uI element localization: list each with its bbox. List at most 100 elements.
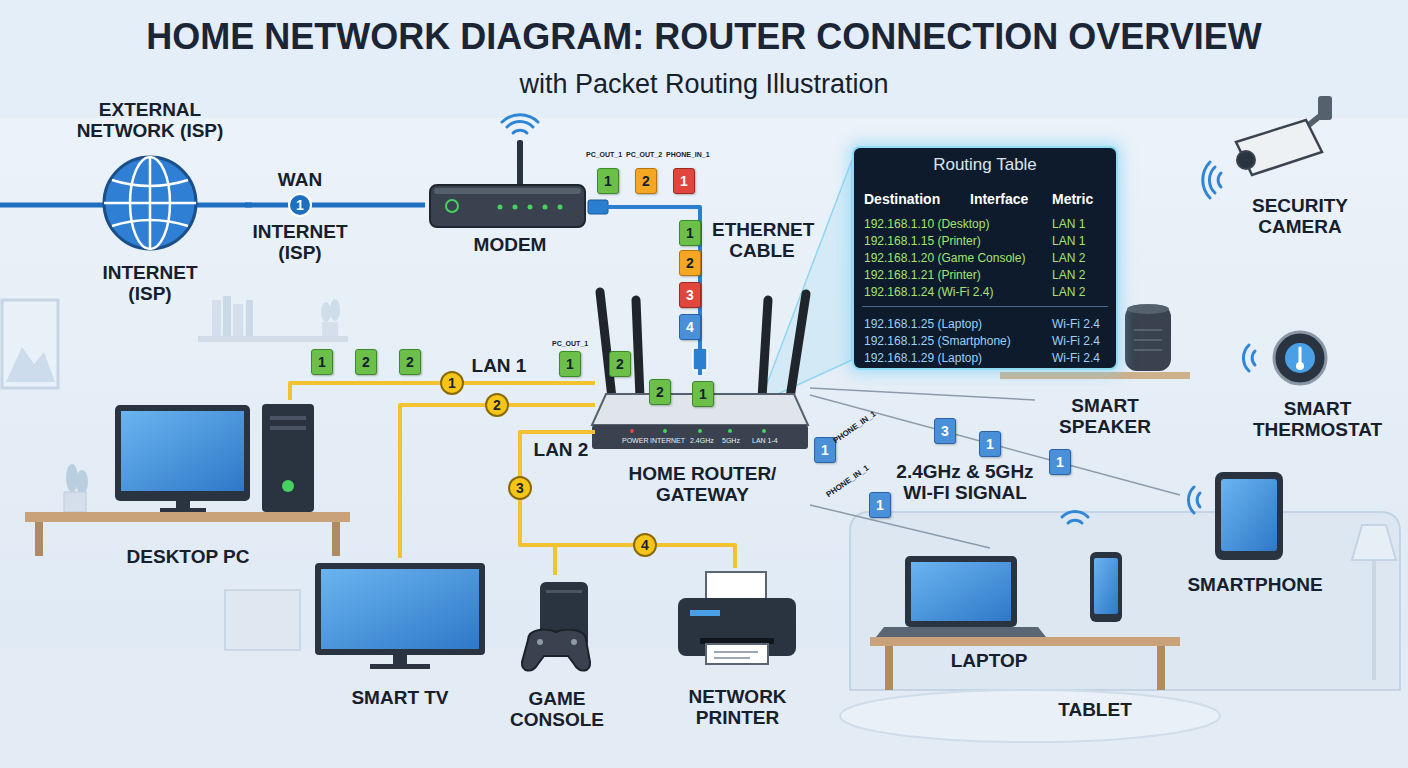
modem-device	[528, 205, 533, 210]
zoom-wedge	[760, 160, 852, 402]
router-device	[663, 429, 667, 433]
data-packet: 1	[597, 168, 619, 194]
game-console	[522, 630, 590, 671]
packet-number: 2	[656, 385, 664, 399]
signal-label: 2.4GHz & 5GHz WI-FI SIGNAL	[890, 462, 1040, 504]
node-label: SMART SPEAKER	[1039, 396, 1171, 438]
internet-globe	[112, 220, 188, 226]
router-device	[728, 429, 732, 433]
coffee-table	[870, 637, 1180, 646]
node-label: SMARTPHONE	[1185, 575, 1325, 596]
smart-thermostat	[1285, 343, 1315, 373]
connector	[810, 388, 1035, 400]
data-packet: 2	[355, 349, 377, 375]
table-cell: 192.168.1.29 (Laptop)	[864, 352, 982, 365]
packet-number: 1	[986, 437, 994, 451]
data-packet: 1	[559, 351, 581, 377]
tablet-device	[1215, 472, 1283, 560]
panel-title: Routing Table	[865, 156, 1105, 175]
internet-globe	[104, 157, 196, 249]
zoom-wedge	[760, 160, 852, 402]
desktop-computer	[270, 416, 306, 420]
data-packet: 1	[1049, 449, 1071, 475]
tablet-device	[1197, 493, 1200, 507]
node-label: MODEM	[435, 235, 585, 256]
packet-number: 1	[566, 357, 574, 371]
data-packet: 2	[649, 379, 671, 405]
node-label: SMART THERMOSTAT	[1240, 399, 1395, 441]
packet-number: 1	[604, 174, 612, 188]
data-packet: 2	[679, 250, 701, 276]
smart-thermostat	[1299, 348, 1302, 364]
table-cell: 192.168.1.21 (Printer)	[864, 269, 981, 282]
smart-thermostat	[1243, 345, 1249, 371]
connector	[245, 203, 425, 208]
device-box: TABLET	[1048, 545, 1142, 725]
desktop-computer	[262, 404, 314, 512]
packet-number: 2	[406, 355, 414, 369]
room-background	[321, 302, 331, 322]
table-cell: Wi-Fi 2.4	[1052, 335, 1100, 348]
callout-number: 2	[485, 393, 509, 417]
data-packet: 3	[934, 418, 956, 444]
coffee-table	[885, 646, 893, 690]
modem-device	[446, 200, 458, 212]
modem-device	[558, 205, 563, 210]
table-cell: Wi-Fi 2.4	[1052, 318, 1100, 331]
connector	[400, 405, 595, 558]
device-box: SMART SPEAKER	[1035, 380, 1175, 442]
led-label: 2.4GHz	[690, 437, 714, 445]
coffee-table	[870, 637, 1180, 690]
subtitle: with Packet Routing Illustration	[354, 70, 1054, 100]
coffee-table	[1157, 646, 1165, 690]
room-background	[840, 690, 1220, 742]
node-label: DESKTOP PC	[113, 547, 263, 568]
led-label: 5GHz	[722, 437, 740, 445]
callout-number: 4	[633, 533, 657, 557]
modem-box: MODEM	[425, 135, 595, 260]
laptop-device	[876, 627, 1046, 637]
security-camera	[1209, 167, 1215, 193]
data-packet: 4	[679, 314, 701, 340]
packet-number: 1	[699, 387, 707, 401]
smart-thermostat	[1252, 351, 1255, 365]
desktop-computer	[115, 405, 250, 501]
table-cell: 192.168.1.15 (Printer)	[864, 235, 981, 248]
smart-tv	[393, 655, 407, 665]
desktop-computer	[176, 501, 190, 509]
modem-device	[513, 205, 518, 210]
tablet-device	[1188, 472, 1283, 560]
node-label: SMART TV	[315, 688, 485, 709]
router-device	[762, 300, 768, 398]
smart-speaker	[1134, 329, 1162, 331]
game-console	[537, 639, 543, 645]
connector-label: LAN 2	[530, 440, 592, 461]
device-box: NETWORK PRINTER	[665, 568, 810, 733]
phone-device	[1094, 558, 1118, 614]
router-device	[762, 429, 766, 433]
desktop-computer	[270, 426, 306, 430]
packet-number: 4	[686, 320, 694, 334]
phone-device	[1068, 520, 1082, 523]
table-cell: 192.168.1.24 (Wi-Fi 2.4)	[864, 286, 993, 299]
laptop-device	[876, 556, 1046, 637]
packet-number: 1	[821, 443, 829, 457]
data-packet: 1	[869, 492, 891, 518]
diagram-title: HOME NETWORK DIAGRAM: ROUTER CONNECTION …	[0, 16, 1408, 57]
modem-device	[434, 188, 581, 194]
phone-device	[1090, 552, 1122, 622]
table-rule	[862, 306, 1108, 307]
connector	[810, 505, 990, 548]
internet-globe	[104, 157, 196, 249]
data-packet: 2	[609, 351, 631, 377]
laptop-device	[905, 556, 1017, 627]
smart-speaker	[1125, 305, 1171, 371]
room-background	[198, 336, 348, 342]
smart-thermostat	[1243, 332, 1326, 384]
security-camera	[1237, 151, 1255, 169]
smart-tv	[321, 569, 479, 649]
packet-number: 2	[362, 355, 370, 369]
network-printer	[706, 572, 766, 602]
table-cell: LAN 1	[1052, 218, 1085, 231]
